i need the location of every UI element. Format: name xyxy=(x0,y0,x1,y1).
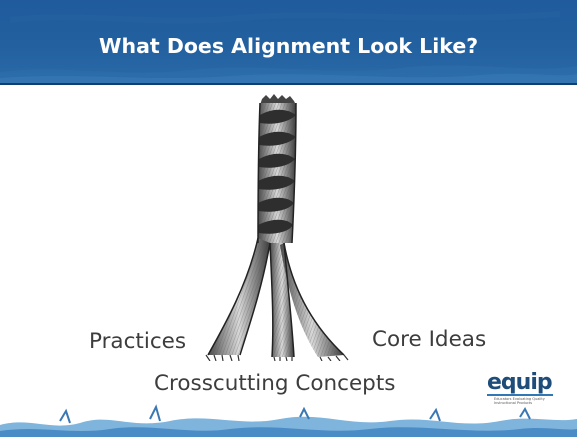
label-crosscutting-concepts: Crosscutting Concepts xyxy=(154,371,396,396)
label-core-ideas: Core Ideas xyxy=(372,327,487,352)
logo-wordmark: equip xyxy=(487,370,553,395)
banner-divider xyxy=(0,83,577,85)
logo-underline xyxy=(487,394,553,396)
wave-footer-decoration xyxy=(0,404,577,437)
title-banner: What Does Alignment Look Like? xyxy=(0,0,577,83)
label-practices: Practices xyxy=(89,329,187,354)
logo-tagline: Educators Evaluating Quality Instruction… xyxy=(494,397,545,405)
slide-title: What Does Alignment Look Like? xyxy=(98,34,479,58)
equip-logo: equip Educators Evaluating Quality Instr… xyxy=(487,371,553,405)
braided-rope-illustration xyxy=(205,94,349,361)
banner-texture xyxy=(0,11,577,83)
